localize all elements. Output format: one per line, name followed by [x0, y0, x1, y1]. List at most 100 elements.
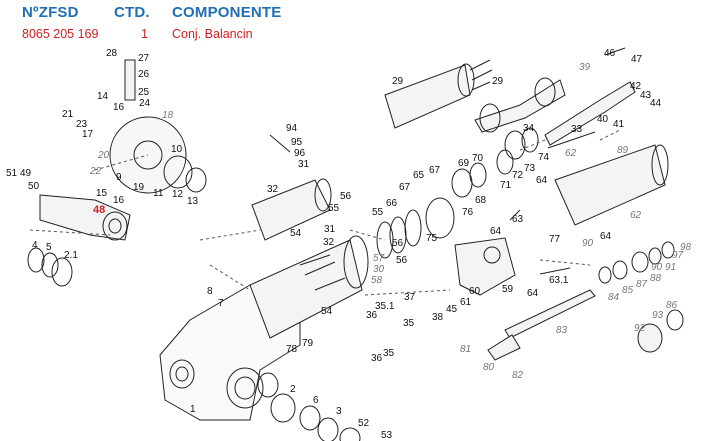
callout-98: 98 [680, 242, 692, 253]
callout-63-1: 63.1 [549, 275, 569, 286]
callout-33: 33 [571, 124, 583, 135]
callout-78: 78 [286, 344, 298, 355]
callout-16b: 16 [113, 195, 125, 206]
callout-94: 94 [286, 123, 298, 134]
callout-29b: 29 [492, 76, 504, 87]
callout-67a: 67 [429, 165, 441, 176]
callout-83: 83 [556, 325, 568, 336]
callout-53: 53 [381, 430, 393, 441]
callout-11: 11 [153, 188, 164, 199]
callout-40: 40 [597, 114, 609, 125]
callout-88: 88 [650, 273, 662, 284]
callout-35-1: 35.1 [375, 301, 395, 312]
callout-82: 82 [512, 370, 524, 381]
callout-56b: 56 [392, 238, 404, 249]
callout-2: 2 [290, 384, 296, 395]
callout-76: 76 [462, 207, 474, 218]
callout-55b: 55 [372, 207, 384, 218]
callout-38: 38 [432, 312, 444, 323]
callout-69: 69 [458, 158, 470, 169]
callout-13: 13 [187, 196, 199, 207]
callout-75: 75 [426, 233, 438, 244]
callout-23: 23 [76, 119, 88, 130]
callout-34: 34 [523, 123, 535, 134]
callout-95: 95 [291, 137, 303, 148]
callout-43: 43 [640, 90, 652, 101]
callout-16a: 16 [113, 102, 125, 113]
callout-55a: 55 [328, 203, 340, 214]
header-col-component: COMPONENTE [172, 4, 282, 21]
callout-52: 52 [358, 418, 370, 429]
callout-54a: 54 [290, 228, 302, 239]
callout-64d: 64 [600, 231, 612, 242]
callout-90a: 90 [582, 238, 594, 249]
callout-9: 9 [116, 172, 122, 183]
callouts-gray: 18 20 22 30 39 57 58 62 62 80 81 82 83 8… [89, 62, 692, 381]
callout-46: 46 [604, 48, 616, 59]
callout-87: 87 [636, 279, 648, 290]
callout-2-1: 2.1 [64, 250, 78, 261]
callout-59: 59 [502, 284, 514, 295]
callout-7: 7 [218, 298, 224, 309]
callout-93: 93 [652, 310, 664, 321]
callout-70: 70 [472, 153, 484, 164]
callout-15: 15 [96, 188, 108, 199]
callout-35b: 35 [403, 318, 415, 329]
callout-4: 4 [32, 240, 38, 251]
callout-85: 85 [622, 285, 634, 296]
callout-89: 89 [617, 145, 629, 156]
callout-30: 30 [373, 264, 385, 275]
callout-42: 42 [630, 81, 642, 92]
callout-64c: 64 [527, 288, 539, 299]
callout-25: 25 [138, 87, 150, 98]
callout-36a: 36 [366, 310, 378, 321]
main-cylinder [249, 239, 363, 339]
callout-32b: 32 [323, 237, 335, 248]
callout-64a: 64 [490, 226, 502, 237]
callout-27: 27 [138, 53, 150, 64]
callout-31b: 31 [324, 224, 336, 235]
callout-36b: 36 [371, 353, 383, 364]
callout-17: 17 [82, 129, 94, 140]
rocker-arm [39, 194, 131, 241]
worm-shaft [474, 79, 566, 133]
callout-72: 72 [512, 170, 524, 181]
callout-60: 60 [469, 286, 481, 297]
callout-39: 39 [579, 62, 591, 73]
callout-24: 24 [139, 98, 151, 109]
callout-62b: 62 [630, 210, 642, 221]
callout-68: 68 [475, 195, 487, 206]
callout-12: 12 [172, 189, 184, 200]
callout-81: 81 [460, 344, 471, 355]
callout-62a: 62 [565, 148, 577, 159]
callout-64b: 64 [536, 175, 548, 186]
callout-57: 57 [373, 253, 385, 264]
callout-21: 21 [62, 109, 74, 120]
callout-77: 77 [549, 234, 561, 245]
callout-96: 96 [294, 148, 306, 159]
screw-shaft-33 [544, 81, 636, 146]
callout-58: 58 [371, 275, 383, 286]
callout-66: 66 [386, 198, 398, 209]
callout-8: 8 [207, 286, 213, 297]
callout-56a: 56 [340, 191, 352, 202]
callout-86: 86 [666, 300, 678, 311]
callout-3: 3 [336, 406, 342, 417]
callout-20: 20 [97, 150, 110, 161]
right-cylinder [554, 144, 666, 226]
row-quantity: 1 [141, 27, 148, 41]
callout-50: 50 [28, 181, 40, 192]
callout-32a: 32 [267, 184, 279, 195]
row-component: Conj. Balancin [172, 27, 253, 41]
callout-29a: 29 [392, 76, 404, 87]
callout-44: 44 [650, 98, 662, 109]
callout-91: 91 [665, 262, 676, 273]
callout-31a: 31 [298, 159, 310, 170]
callout-54b: 54 [321, 306, 333, 317]
callout-28: 28 [106, 48, 118, 59]
callout-63: 63 [512, 214, 524, 225]
callout-26: 26 [138, 69, 150, 80]
callout-67b: 67 [399, 182, 411, 193]
callout-37: 37 [404, 292, 416, 303]
callout-6: 6 [313, 395, 319, 406]
